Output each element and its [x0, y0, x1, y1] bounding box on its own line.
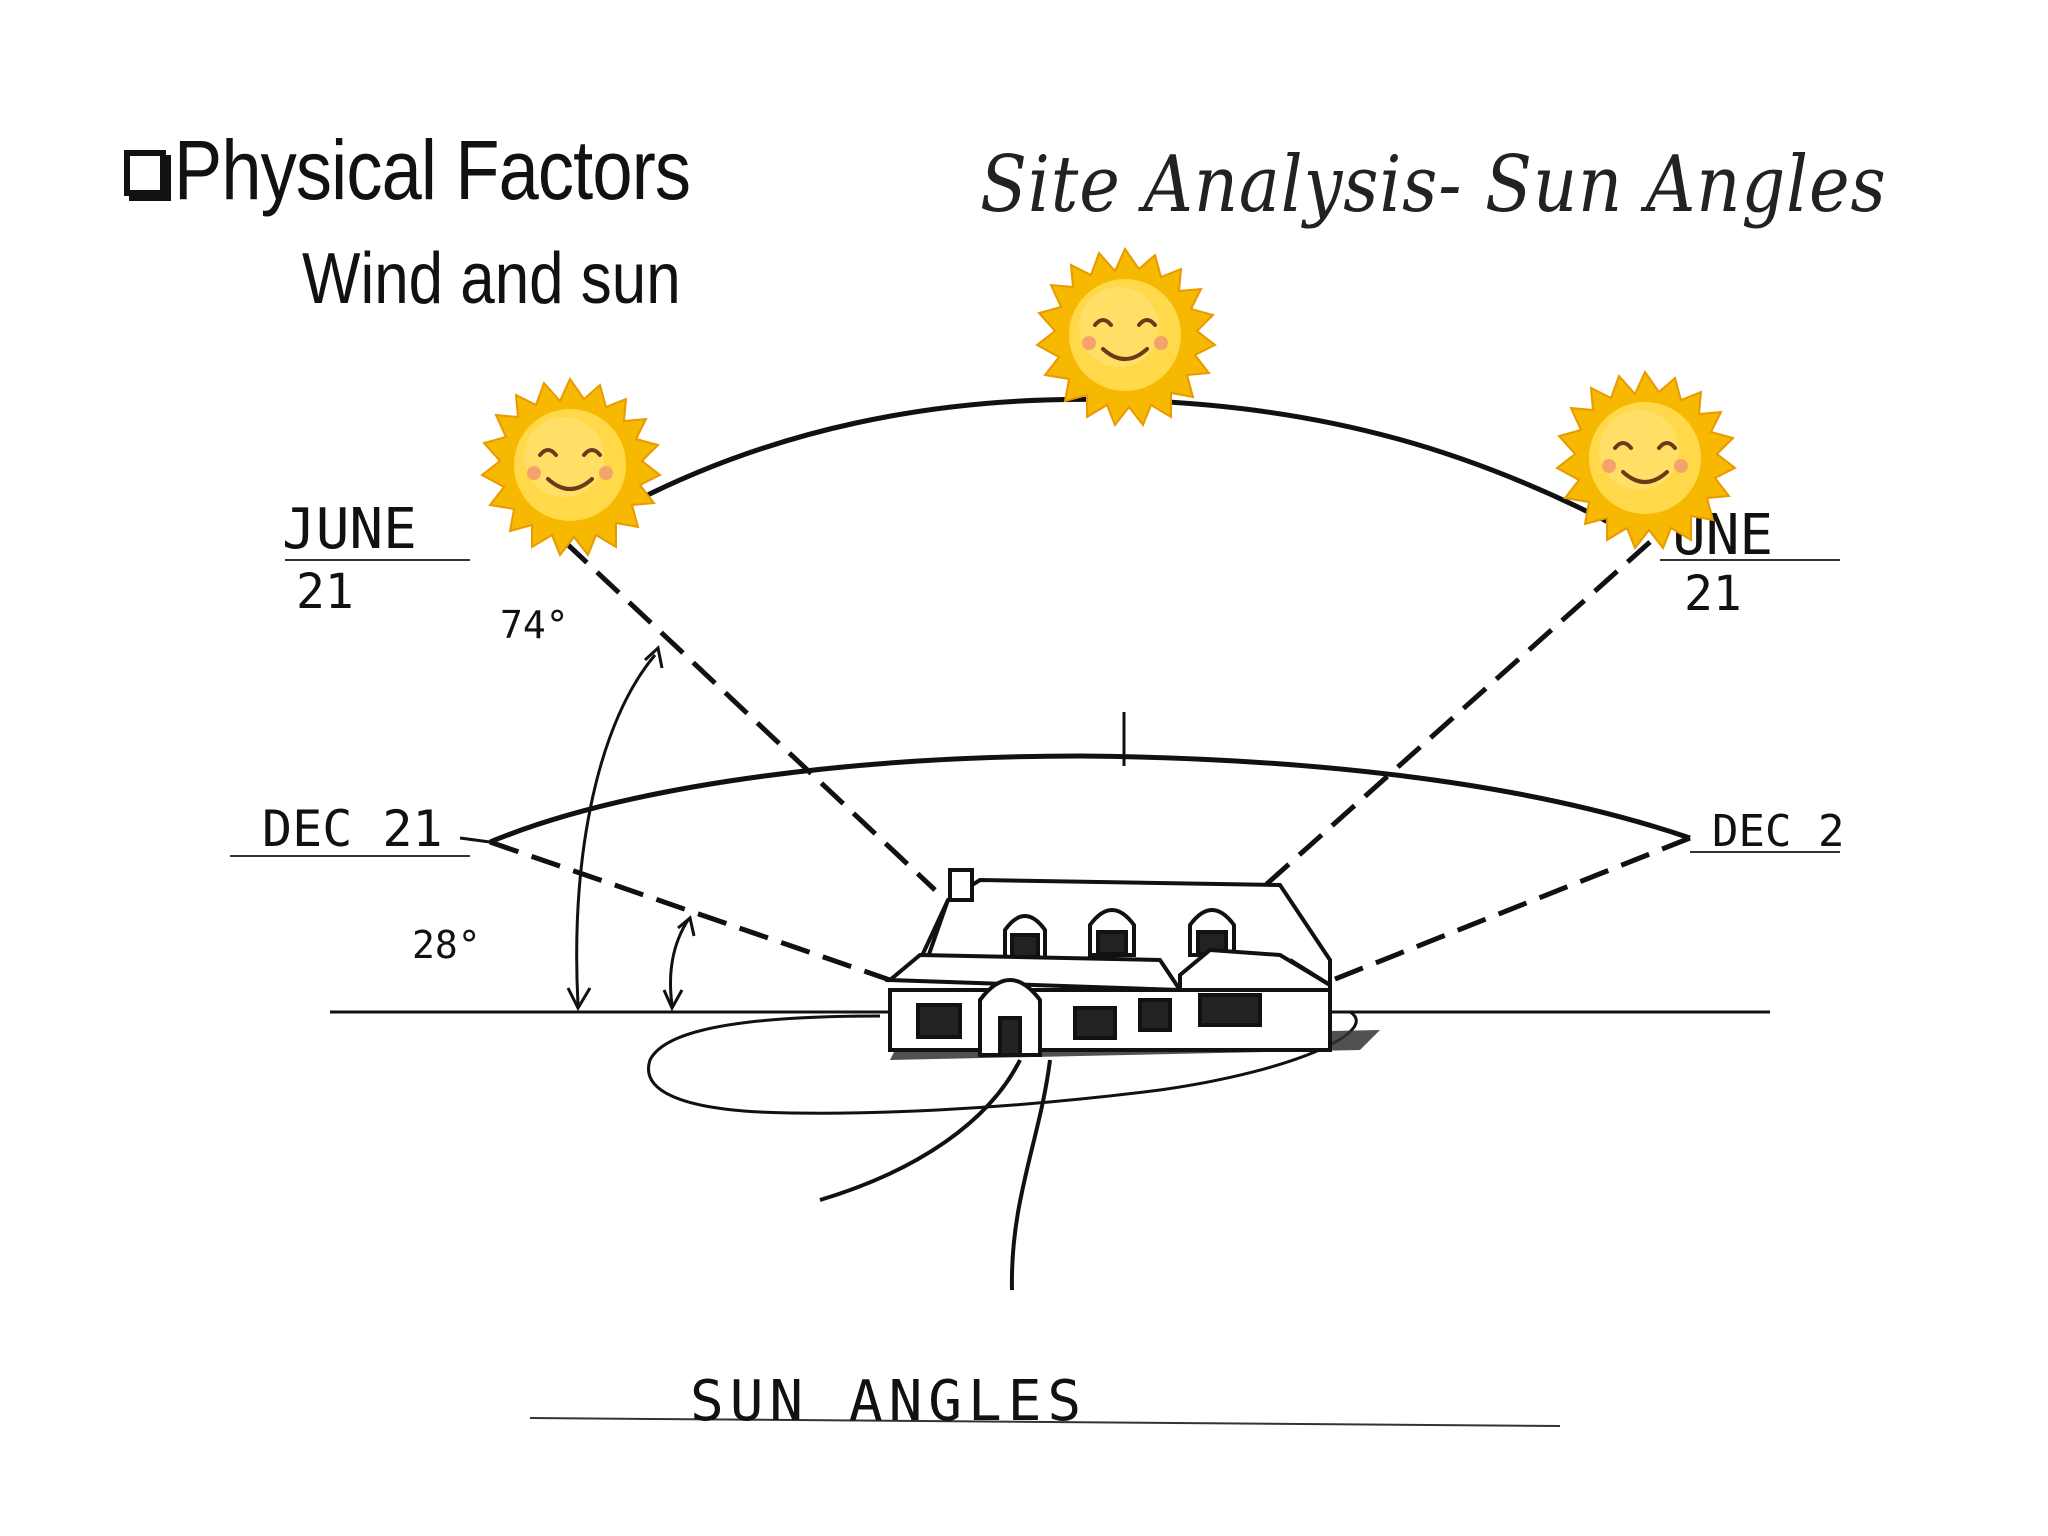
december-sun-path: [489, 753, 1691, 845]
winter-angle-arc: [669, 919, 690, 1006]
label-dec-left: DEC 21: [262, 800, 443, 858]
caption: SUN ANGLES: [690, 1369, 1087, 1434]
house-icon: [819, 868, 1380, 1291]
checkbox-icon: [124, 150, 166, 196]
sun-icon: [480, 377, 662, 557]
december-ray-left: [489, 839, 891, 983]
june-ray-left: [563, 540, 937, 892]
label-june-left: JUNE: [282, 497, 417, 562]
page-title: Site Analysis- Sun Angles: [980, 140, 1887, 230]
label-june-right-day: 21: [1684, 566, 1742, 622]
label-angle-summer: 74°: [500, 603, 569, 647]
june-sun-path: [568, 396, 1622, 541]
label-angle-winter: 28°: [412, 923, 481, 967]
summer-angle-arc: [575, 654, 657, 1006]
label-june-left-day: 21: [296, 564, 354, 620]
bullet-heading: Physical Factors: [174, 123, 691, 217]
label-dec-right: DEC 2: [1712, 806, 1844, 857]
bullet-heading-row: Physical Factors: [124, 128, 774, 212]
subheading: Wind and sun: [302, 239, 681, 319]
december-ray-right: [1319, 835, 1691, 988]
june-ray-right: [1258, 540, 1652, 892]
lawn-outline: [647, 1010, 1358, 1115]
